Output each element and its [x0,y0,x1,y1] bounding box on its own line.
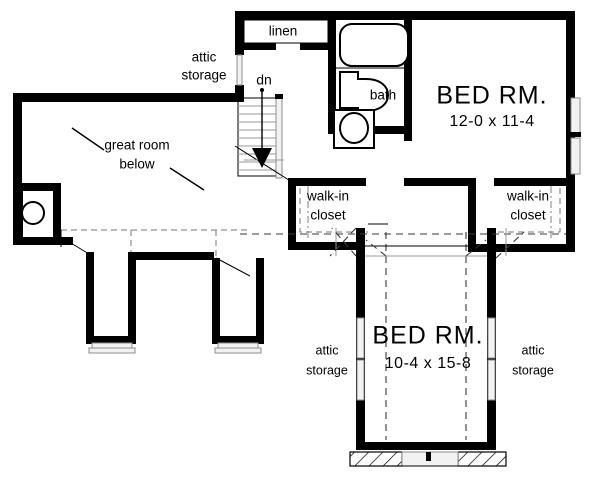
sink-vanity-icon [333,109,375,149]
right-exterior-window [569,97,581,175]
label-walkin-right-line1: walk-in [506,189,549,204]
lower-bedroom-ceiling-lines [240,227,566,440]
staircase [234,88,293,183]
room-dim-bed-rm-lower: 10-4 x 15-8 [385,355,471,372]
label-attic-storage-bottom-left-line1: attic [316,343,339,357]
upper-bedroom-walls [404,126,566,186]
down-arrow-icon [252,148,272,168]
label-linen: linen [269,24,298,39]
label-attic-storage-bottom-right-line2: storage [512,363,554,377]
label-dn: dn [256,72,272,88]
leader-line-lower-right [169,167,205,191]
left-bay-window-box [15,183,61,245]
roof-dashed-lines-left [60,229,250,262]
room-labels: BED RM. 12-0 x 11-4 BED RM. 10-4 x 15-8 [372,82,547,373]
attic-side-window-left [356,317,365,401]
label-great-room-line1: great room [104,138,169,153]
label-attic-storage-bottom-right-line1: attic [522,343,545,357]
label-great-room-line2: below [119,157,155,172]
round-window-icon [21,201,45,225]
walkin-closet-right [468,178,568,252]
left-dormer-window-1 [88,342,136,354]
left-dormer-walls [60,236,264,344]
label-attic-storage-top-line2: storage [181,68,226,83]
label-walkin-left-line2: closet [310,208,346,223]
label-walkin-left-line1: walk-in [306,189,349,204]
great-room-leader-lines [71,127,205,191]
left-dormer-window-2 [214,342,262,354]
annotation-labels: linen bath attic storage dn great room b… [104,24,554,378]
label-bath: bath [370,88,396,103]
attic-side-window-right [487,317,496,401]
bottom-sill-hatched [349,451,507,467]
bathtub-icon [339,23,409,67]
label-attic-storage-bottom-left-line2: storage [306,363,348,377]
label-walkin-right-line2: closet [510,208,546,223]
room-dim-bed-rm-upper: 12-0 x 11-4 [449,113,534,130]
label-attic-storage-top-line1: attic [192,50,217,65]
leader-line-upper-left [71,127,105,151]
room-name-bed-rm-lower: BED RM. [372,322,483,350]
stair-hall-left-wall [235,11,244,102]
room-name-bed-rm-upper: BED RM. [436,82,547,110]
